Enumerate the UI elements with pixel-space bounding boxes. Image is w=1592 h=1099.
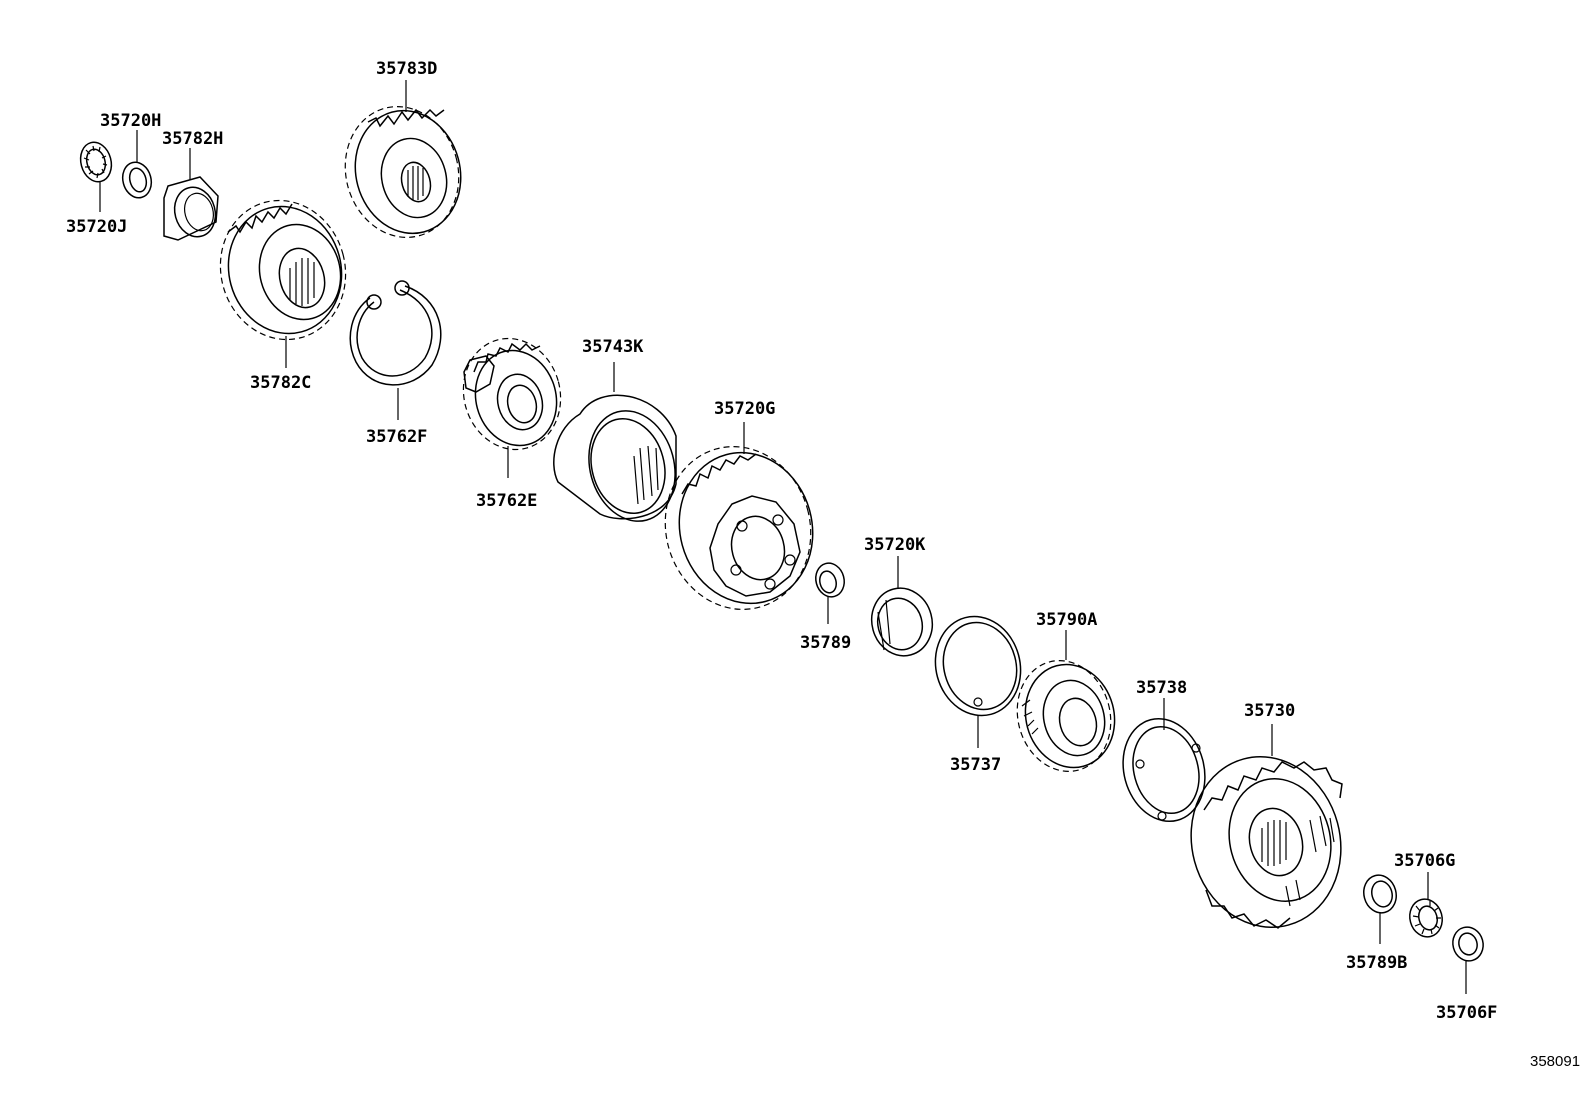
part-35706G-needle-bearing[interactable] xyxy=(1406,872,1447,940)
label-35762F: 35762F xyxy=(366,427,427,447)
label-35706G: 35706G xyxy=(1394,851,1455,871)
part-35782H-thrust-washer[interactable] xyxy=(163,148,221,241)
figure-id: 358091 xyxy=(1530,1053,1580,1070)
part-35737-seal-ring[interactable] xyxy=(924,607,1031,748)
label-35738: 35738 xyxy=(1136,678,1187,698)
label-35789: 35789 xyxy=(800,633,851,653)
part-35790A-one-way-clutch[interactable] xyxy=(1005,630,1126,782)
part-35720H-washer[interactable] xyxy=(119,130,155,201)
label-35720J: 35720J xyxy=(66,217,127,237)
part-35730-clutch-hub[interactable] xyxy=(1172,724,1359,944)
label-35737: 35737 xyxy=(950,755,1001,775)
label-35789B: 35789B xyxy=(1346,953,1407,973)
part-35789B-bushing[interactable] xyxy=(1360,872,1401,944)
part-35720J-needle-bearing[interactable] xyxy=(76,139,115,212)
label-35782H: 35782H xyxy=(162,129,223,149)
label-35706F: 35706F xyxy=(1436,1003,1497,1023)
label-35720H: 35720H xyxy=(100,111,161,131)
label-35790A: 35790A xyxy=(1036,610,1097,630)
part-35743K-drum[interactable] xyxy=(553,362,687,531)
part-35738-thrust-washer[interactable] xyxy=(1112,698,1216,831)
label-35730: 35730 xyxy=(1244,701,1295,721)
part-35720G-carrier[interactable] xyxy=(647,422,829,626)
label-35783D: 35783D xyxy=(376,59,437,79)
part-35783D-sun-gear[interactable] xyxy=(331,80,474,250)
label-35720K: 35720K xyxy=(864,535,926,555)
part-35762F-snap-ring[interactable] xyxy=(349,280,442,420)
part-35720K-bearing[interactable] xyxy=(864,556,940,663)
label-35782C: 35782C xyxy=(250,373,311,393)
part-35706F-washer[interactable] xyxy=(1449,924,1487,994)
label-35743K: 35743K xyxy=(582,337,644,357)
part-35762E-planet-gear[interactable] xyxy=(451,327,573,478)
part-35789-bushing[interactable] xyxy=(812,560,848,624)
part-35782C-ring-gear[interactable] xyxy=(205,186,361,368)
label-35762E: 35762E xyxy=(476,491,537,511)
label-35720G: 35720G xyxy=(714,399,775,419)
